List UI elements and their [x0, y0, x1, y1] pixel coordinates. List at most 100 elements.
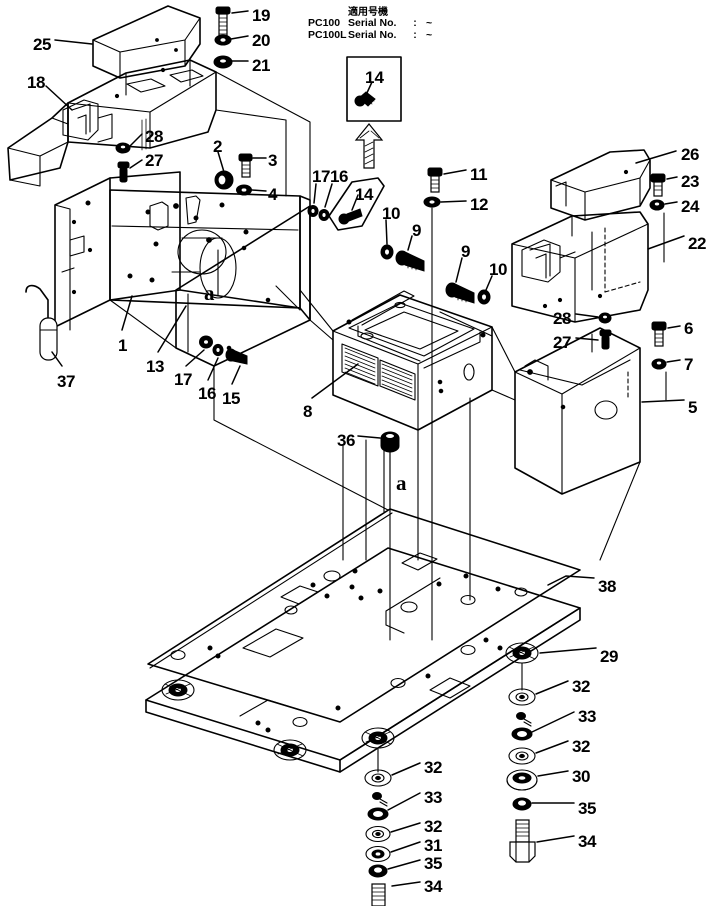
- callout-35: 35: [578, 799, 597, 818]
- cotter-l: [372, 792, 388, 807]
- leader-9-left: [407, 235, 413, 251]
- bolt-11: [427, 167, 443, 193]
- serial-row-pc100: PC100 Serial No. : ~: [308, 17, 432, 30]
- bolt-15: [225, 348, 248, 365]
- leader-23: [666, 176, 678, 180]
- center-housing-8: [332, 290, 493, 431]
- leader-17-mid: [313, 183, 317, 204]
- tie-right-plate: [599, 461, 641, 561]
- leader-36: [357, 435, 381, 439]
- leader-32-l2: [390, 822, 421, 833]
- washer-28-right: [598, 312, 612, 324]
- leader-26: [635, 150, 677, 164]
- washer-32-r2: [508, 747, 536, 765]
- callout-35: 35: [424, 854, 443, 873]
- bushing-2: [214, 170, 234, 190]
- leader-19: [231, 10, 249, 14]
- serial-japanese-header: 適用号機: [348, 7, 388, 18]
- callout-33: 33: [424, 788, 443, 807]
- leader-35-l: [387, 859, 421, 870]
- washer-32-l1: [364, 769, 392, 787]
- bolt-27-left: [117, 161, 130, 183]
- washer-21: [213, 55, 233, 69]
- callout-17: 17: [312, 167, 331, 186]
- callout-21: 21: [252, 56, 271, 75]
- leader-25: [54, 39, 93, 45]
- callout-36: 36: [337, 431, 356, 450]
- washer-17-mid: [307, 205, 319, 217]
- serial-model-pc100l: PC100L: [308, 28, 347, 41]
- callout-28: 28: [553, 309, 572, 328]
- washer-33-r: [511, 727, 533, 741]
- washer-32-r1: [508, 688, 536, 706]
- boss-left: [161, 679, 195, 701]
- callout-28: 28: [145, 127, 164, 146]
- detail-box-item-number: 14: [365, 68, 384, 87]
- bolt-9-right: [445, 282, 475, 304]
- leader-6: [667, 325, 681, 329]
- tie-center-right-2: [491, 389, 516, 401]
- callout-31: 31: [424, 836, 443, 855]
- boss-front: [273, 739, 307, 761]
- cotter-r: [516, 712, 532, 727]
- callout-23: 23: [681, 172, 700, 191]
- serial-range-pc100l: ~: [426, 28, 433, 41]
- boss-mid: [361, 727, 395, 749]
- callout-27: 27: [553, 333, 572, 352]
- leader-13: [157, 305, 187, 353]
- callout-34: 34: [578, 832, 597, 851]
- bolt-27-right: [599, 329, 612, 350]
- callout-10: 10: [489, 260, 508, 279]
- bolt-19: [215, 6, 231, 37]
- bolt-23: [650, 173, 666, 197]
- washer-35-r: [512, 797, 532, 811]
- callout-32: 32: [424, 758, 443, 777]
- callout-38: 38: [598, 577, 617, 596]
- leader-12: [440, 200, 467, 203]
- serial-label-pc100l: Serial No.: [348, 28, 397, 41]
- washer-35-l: [368, 864, 388, 878]
- callout-18: 18: [27, 73, 46, 92]
- leader-11: [443, 169, 467, 175]
- callout-16: 16: [330, 167, 349, 186]
- callout-20: 20: [252, 31, 271, 50]
- leader-9-right: [455, 257, 463, 283]
- leader-5: [641, 399, 685, 403]
- callout-6: 6: [684, 319, 694, 338]
- callout-24: 24: [681, 197, 700, 216]
- callout-2: 2: [213, 137, 223, 156]
- leader-7: [666, 359, 681, 363]
- bolt-9-left: [395, 250, 425, 272]
- callout-10: 10: [382, 204, 401, 223]
- callout-9: 9: [412, 221, 422, 240]
- callout-8: 8: [303, 402, 313, 421]
- washer-7: [651, 358, 667, 370]
- leader-33-l: [387, 792, 421, 811]
- reference-letter-a-upper: a: [204, 281, 215, 305]
- washer-32-l2: [365, 825, 391, 843]
- tie-to-plate-left: [213, 365, 389, 511]
- callout-22: 22: [688, 234, 707, 253]
- callout-12: 12: [470, 195, 489, 214]
- leader-29: [539, 647, 597, 654]
- callout-34: 34: [424, 877, 443, 896]
- callout-19: 19: [252, 6, 271, 25]
- up-arrow-to-assembly: [354, 123, 384, 169]
- serial-row-pc100l: PC100L Serial No. : ~: [308, 28, 433, 42]
- bolt-3: [238, 153, 253, 178]
- callout-32: 32: [572, 737, 591, 756]
- armrest-25: [92, 5, 201, 79]
- washer-4: [236, 184, 252, 196]
- callout-7: 7: [684, 355, 694, 374]
- leader-10-left: [385, 219, 388, 245]
- armrest-26: [550, 149, 651, 221]
- callout-15: 15: [222, 389, 241, 408]
- mount-30: [506, 769, 538, 791]
- callout-14: 14: [355, 185, 374, 204]
- tie-panel-center-2: [309, 319, 334, 341]
- washer-31: [365, 845, 391, 863]
- washer-20: [214, 34, 232, 46]
- callout-30: 30: [572, 767, 591, 786]
